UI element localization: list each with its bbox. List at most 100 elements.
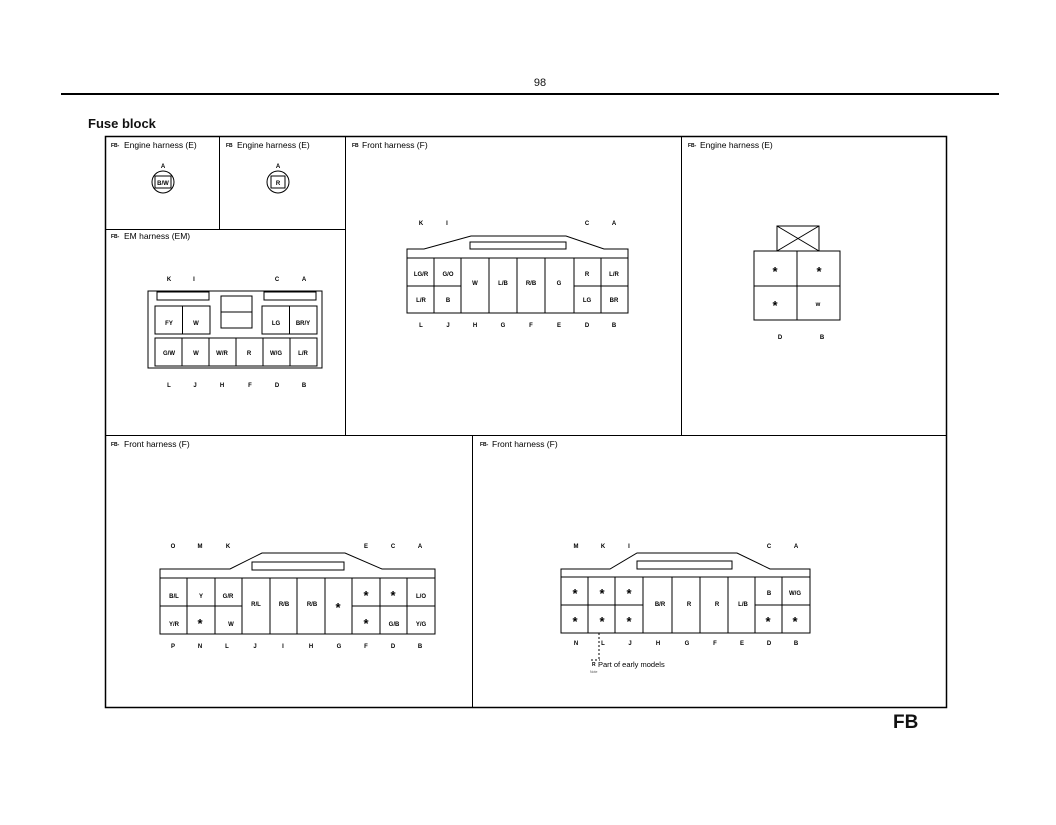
panel-7-wire: * (626, 586, 632, 601)
panel-3-prefix: FB- (111, 234, 120, 240)
panel-7-top-pin: C (767, 544, 772, 550)
panel-6-wire: G/B (389, 622, 400, 628)
panel-1-prefix: FB- (111, 143, 120, 149)
panel-5-cell: * (772, 298, 778, 313)
panel-4-wire: L/R (416, 298, 426, 304)
panel-6-bottom-pin: H (309, 644, 313, 650)
panel-6-label: Front harness (F) (124, 439, 190, 449)
panel-3-top-pin: K (167, 277, 172, 283)
panel-1-wire: B/W (157, 181, 169, 187)
panel-6-wire: * (363, 588, 369, 603)
panel-7-wire: W/G (789, 591, 801, 597)
panel-4-wire: R/B (526, 281, 537, 287)
panel-6-bottom-pin: D (391, 644, 396, 650)
panel-3-latch-left (156, 291, 210, 301)
panel-7-housing (560, 552, 811, 634)
panel-5-cell: * (772, 264, 778, 279)
panel-2-terminal-inner (270, 175, 286, 189)
panel-1-label: Engine harness (E) (124, 140, 197, 150)
panel-7-note-small: Note (590, 670, 597, 674)
panel-6-top-pin: E (364, 544, 368, 550)
panel-4-wire: BR (610, 298, 619, 304)
panel-4-top-pin: K (419, 221, 424, 227)
panel-1-terminal-outer (151, 170, 175, 194)
panel-6-top-pin: C (391, 544, 396, 550)
panel-7-wire: * (572, 586, 578, 601)
panel-6-wire: R/L (251, 602, 261, 608)
panel-7-bottom-pin: H (656, 641, 660, 647)
connector-panel-7: FB- Front harness (F) M K I C A * * * (480, 439, 811, 674)
panel-7-label: Front harness (F) (492, 439, 558, 449)
panel-3-bottom-pin: F (248, 383, 252, 389)
panel-3-wire: LG (272, 321, 281, 327)
panel-6-latch (251, 561, 345, 571)
panel-4-wire: G (557, 281, 562, 287)
panel-7-wire: B/R (655, 602, 666, 608)
panel-1-pin-a: A (161, 164, 166, 170)
panel-7-top-pin: M (574, 544, 579, 550)
panel-3-top-pin: C (275, 277, 280, 283)
panel-3-top-pin: A (302, 277, 307, 283)
panel-4-wire: LG/R (414, 272, 429, 278)
panel-7-note: Part of early models (598, 660, 665, 669)
panel-7-top-pin: I (628, 544, 630, 550)
panel-3-key-bottom (220, 311, 253, 329)
panel-4-wire: L/R (609, 272, 619, 278)
panel-2-terminal-outer (266, 170, 290, 194)
panel-6-wire: * (390, 588, 396, 603)
panel-7-top-pin: A (794, 544, 799, 550)
panel-7-top-pin: K (601, 544, 606, 550)
panel-6-top-pin: M (198, 544, 203, 550)
panel-4-housing (406, 235, 629, 314)
panel-6-wire: Y/G (416, 622, 427, 628)
panel-3-bottom-pin: H (220, 383, 224, 389)
panel-4-wire: R (585, 272, 590, 278)
panel-7-wire: * (626, 614, 632, 629)
panel-4-bottom-pin: F (529, 323, 533, 329)
panel-6-wire: * (363, 616, 369, 631)
panel-3-wire: W/G (270, 351, 282, 357)
panel-7-wire: * (765, 614, 771, 629)
panel-4-wire: G/O (442, 272, 453, 278)
panel-5-bottom-pin: D (778, 335, 783, 341)
panel-2-label: Engine harness (E) (237, 140, 310, 150)
panel-4-wire: B (446, 298, 451, 304)
section-title: Fuse block (88, 116, 156, 131)
page-number: 98 (533, 77, 547, 89)
panel-6-wire: R/B (307, 602, 318, 608)
panel-7-latch (636, 560, 733, 570)
panel-3-wire: BR/Y (296, 321, 310, 327)
connector-panel-2: FB Engine harness (E) A R (226, 140, 310, 194)
panel-7-wire: R (715, 602, 720, 608)
panel-6-bottom-pin: B (418, 644, 423, 650)
panel-7-wire: * (792, 614, 798, 629)
panel-4-bottom-pin: G (501, 323, 506, 329)
panel-6-top-pin: O (171, 544, 176, 550)
panel-4-bottom-pin: H (473, 323, 477, 329)
connector-panel-1: FB- Engine harness (E) A B/W (111, 140, 197, 194)
panel-3-key-top (220, 295, 253, 313)
panel-6-bottom-pin: L (225, 644, 229, 650)
panel-6-bottom-pin: I (282, 644, 284, 650)
panel-6-bottom-pin: N (198, 644, 202, 650)
panel-7-bottom-pin: E (740, 641, 744, 647)
panel-6-top-pin: A (418, 544, 423, 550)
panel-4-top-pin: A (612, 221, 617, 227)
connector-panel-5: FB- Engine harness (E) * * * w D B (688, 140, 841, 341)
panel-4-bottom-pin: J (446, 323, 449, 329)
panel-4-bottom-pin: L (419, 323, 423, 329)
panel-6-bottom-pin: F (364, 644, 368, 650)
panel-5-bottom-pin: B (820, 335, 825, 341)
panel-2-pin-a: A (276, 164, 281, 170)
panel-7-wire: * (599, 586, 605, 601)
panel-7-bottom-pin: G (685, 641, 690, 647)
panel-3-bottom-pin: L (167, 383, 171, 389)
panel-3-latch-right (263, 291, 317, 301)
panel-4-latch (469, 241, 567, 250)
panel-3-label: EM harness (EM) (124, 231, 190, 241)
panel-5-prefix: FB- (688, 143, 697, 149)
panel-7-wire: L/B (738, 602, 748, 608)
panel-4-wire: W (472, 281, 478, 287)
panel-7-wire: * (599, 614, 605, 629)
panel-6-wire: Y/R (169, 622, 180, 628)
